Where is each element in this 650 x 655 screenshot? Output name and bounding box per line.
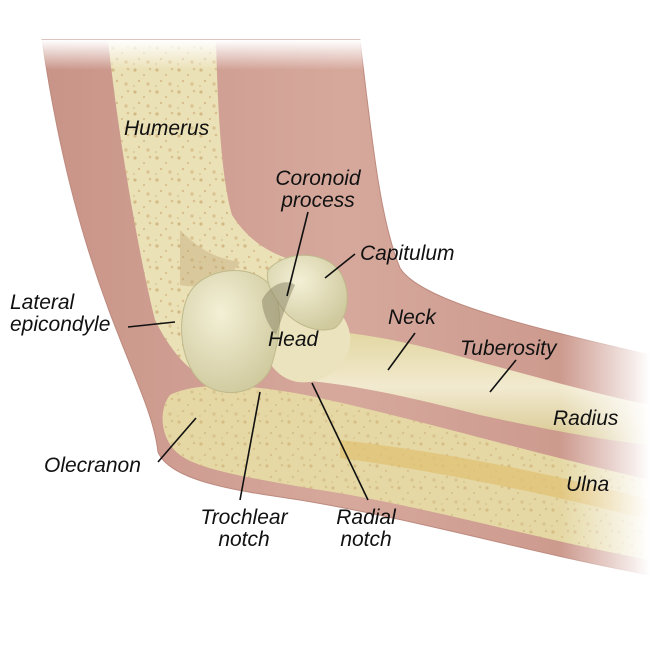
label-coronoid-line1: Coronoid bbox=[275, 167, 361, 190]
leader-lines bbox=[127, 211, 517, 501]
label-radius: Radius bbox=[553, 407, 619, 430]
label-radial-line1: Radial bbox=[336, 506, 396, 529]
label-lateral-line2: epicondyle bbox=[10, 313, 111, 336]
label-ulna: Ulna bbox=[566, 473, 610, 496]
label-trochlear-line1: Trochlear bbox=[200, 506, 288, 529]
label-radial-line2: notch bbox=[340, 528, 392, 551]
label-olecranon: Olecranon bbox=[44, 454, 141, 477]
label-tuberosity: Tuberosity bbox=[460, 337, 557, 360]
label-humerus: Humerus bbox=[124, 117, 210, 140]
label-lateral-epicondyle: Lateral epicondyle bbox=[10, 292, 110, 336]
trochlea-cartilage bbox=[181, 270, 280, 394]
label-radial-notch: Radial notch bbox=[326, 507, 406, 551]
label-neck: Neck bbox=[388, 306, 436, 329]
label-capitulum: Capitulum bbox=[360, 242, 455, 265]
label-trochlear-line2: notch bbox=[218, 528, 270, 551]
label-head: Head bbox=[268, 328, 319, 351]
label-coronoid-line2: process bbox=[281, 189, 355, 212]
label-trochlear-notch: Trochlear notch bbox=[192, 507, 296, 551]
label-coronoid-process: Coronoid process bbox=[268, 168, 368, 212]
label-lateral-line1: Lateral bbox=[10, 291, 75, 314]
